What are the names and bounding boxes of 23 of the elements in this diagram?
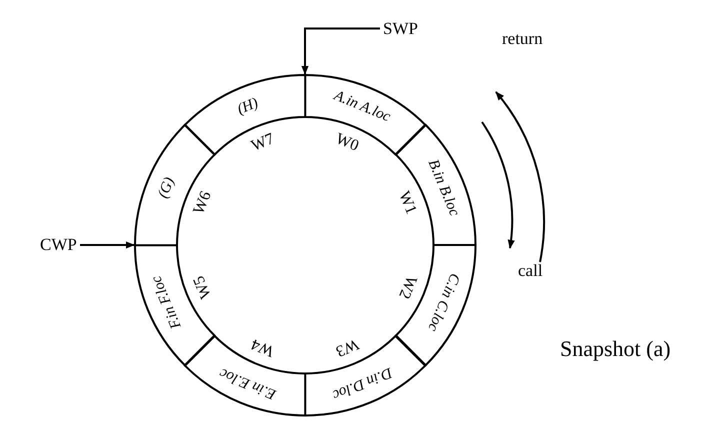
pointer-arrow <box>301 28 380 75</box>
pointer-arrow <box>80 241 135 249</box>
direction-label: return <box>502 30 543 47</box>
segment-label: E.in E.loc <box>218 364 278 401</box>
segment-label: D.in D.loc <box>330 364 394 402</box>
direction-label: call <box>518 262 543 279</box>
window-label: W6 <box>192 189 216 217</box>
window-label: W3 <box>333 334 361 358</box>
window-label: W2 <box>394 273 418 301</box>
segment-label: F.in F.loc <box>150 273 185 331</box>
caption: Snapshot (a) <box>560 338 671 360</box>
segment-label: (G) <box>156 175 178 200</box>
segment-label: B.in B.loc <box>424 158 461 218</box>
window-label: W1 <box>394 189 418 217</box>
window-label: W4 <box>249 334 277 358</box>
segment-label: (H) <box>235 96 260 118</box>
window-label: W0 <box>333 132 361 156</box>
segment-label: C.in C.loc <box>424 270 462 334</box>
pointer-label: SWP <box>383 20 418 37</box>
window-label: W7 <box>249 132 277 156</box>
pointer-label: CWP <box>40 236 77 253</box>
window-label: W5 <box>192 273 216 301</box>
segment-label: A.in A.loc <box>332 89 392 126</box>
